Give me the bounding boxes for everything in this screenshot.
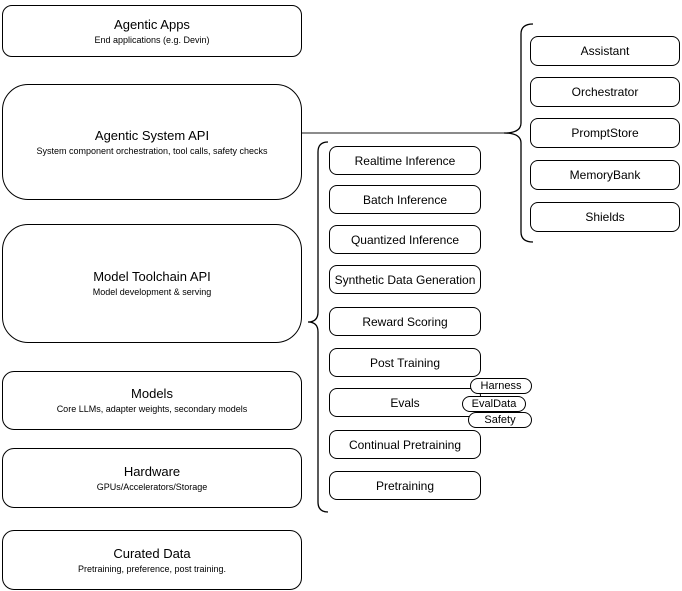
node-curated-data: Curated Data Pretraining, preference, po… [2, 530, 302, 590]
node-shields: Shields [530, 202, 680, 232]
tag-harness: Harness [470, 378, 532, 394]
node-evals: Evals [329, 388, 481, 417]
components-brace [503, 23, 534, 243]
toolchain-brace [307, 141, 329, 513]
node-quantized-inference: Quantized Inference [329, 225, 481, 254]
tag-evaldata: EvalData [462, 396, 526, 412]
node-models: Models Core LLMs, adapter weights, secon… [2, 371, 302, 430]
node-subtitle: End applications (e.g. Devin) [94, 34, 210, 45]
node-model-toolchain-api: Model Toolchain API Model development & … [2, 224, 302, 343]
node-pretraining: Pretraining [329, 471, 481, 500]
node-memorybank: MemoryBank [530, 160, 680, 190]
node-title: Agentic System API [94, 127, 210, 143]
node-orchestrator: Orchestrator [530, 77, 680, 107]
node-subtitle: GPUs/Accelerators/Storage [96, 481, 208, 492]
node-subtitle: System component orchestration, tool cal… [36, 145, 268, 156]
node-title: Model Toolchain API [93, 269, 211, 284]
node-agentic-apps: Agentic Apps End applications (e.g. Devi… [2, 5, 302, 57]
node-title: Curated Data [113, 545, 191, 561]
node-hardware: Hardware GPUs/Accelerators/Storage [2, 448, 302, 508]
node-promptstore: PromptStore [530, 118, 680, 148]
node-continual-pretraining: Continual Pretraining [329, 430, 481, 459]
node-subtitle: Pretraining, preference, post training. [77, 563, 227, 574]
tag-safety: Safety [468, 412, 532, 428]
node-realtime-inference: Realtime Inference [329, 146, 481, 175]
node-reward-scoring: Reward Scoring [329, 307, 481, 336]
node-agentic-system-api: Agentic System API System component orch… [2, 84, 302, 200]
node-subtitle: Model development & serving [92, 287, 212, 297]
node-batch-inference: Batch Inference [329, 185, 481, 214]
node-post-training: Post Training [329, 348, 481, 377]
node-subtitle: Core LLMs, adapter weights, secondary mo… [56, 404, 248, 414]
node-assistant: Assistant [530, 36, 680, 66]
node-title: Agentic Apps [114, 16, 190, 32]
node-synthetic-data-generation: Synthetic Data Generation [329, 265, 481, 294]
node-title: Models [131, 386, 173, 401]
node-title: Hardware [123, 463, 181, 479]
